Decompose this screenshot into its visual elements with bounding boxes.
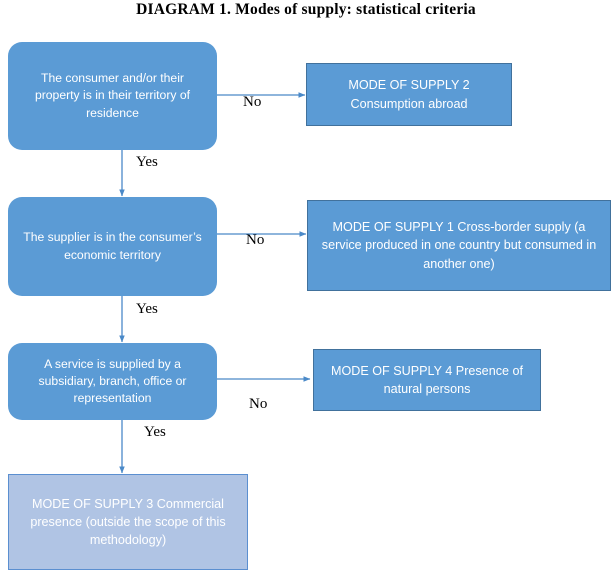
decision-box-supplier-territory[interactable]: The supplier is in the consumer’s econom… (8, 197, 217, 296)
mode-of-supply-1-text: MODE OF SUPPLY 1 Cross-border supply (a … (321, 220, 597, 271)
edge-label-no-2: No (246, 232, 265, 248)
mode-of-supply-2-box[interactable]: MODE OF SUPPLY 2 Consumption abroad (306, 63, 512, 126)
mode-of-supply-3-text: MODE OF SUPPLY 3 Commercial presence (ou… (30, 496, 226, 548)
mode-of-supply-3-box[interactable]: MODE OF SUPPLY 3 Commercial presence (ou… (8, 474, 248, 570)
edge-label-yes-2: Yes (136, 301, 158, 317)
mode-of-supply-4-text: MODE OF SUPPLY 4 Presence of natural per… (330, 363, 523, 396)
decision-box-subsidiary-branch[interactable]: A service is supplied by a subsidiary, b… (8, 343, 217, 420)
page-title: DIAGRAM 1. Modes of supply: statistical … (136, 1, 476, 18)
decision-box-consumer-territory[interactable]: The consumer and/or their property is in… (8, 42, 217, 150)
edge-label-yes-1: Yes (136, 154, 158, 170)
edge-label-no-3: No (249, 396, 268, 412)
mode-of-supply-2-text: MODE OF SUPPLY 2 Consumption abroad (348, 78, 470, 111)
decision-2-text: The supplier is in the consumer’s econom… (23, 230, 202, 262)
decision-1-text: The consumer and/or their property is in… (34, 71, 191, 120)
mode-of-supply-4-box[interactable]: MODE OF SUPPLY 4 Presence of natural per… (313, 349, 541, 411)
mode-of-supply-1-box[interactable]: MODE OF SUPPLY 1 Cross-border supply (a … (307, 200, 611, 291)
edge-label-no-1: No (243, 94, 262, 110)
edge-label-yes-3: Yes (144, 424, 166, 440)
decision-3-text: A service is supplied by a subsidiary, b… (38, 356, 187, 406)
